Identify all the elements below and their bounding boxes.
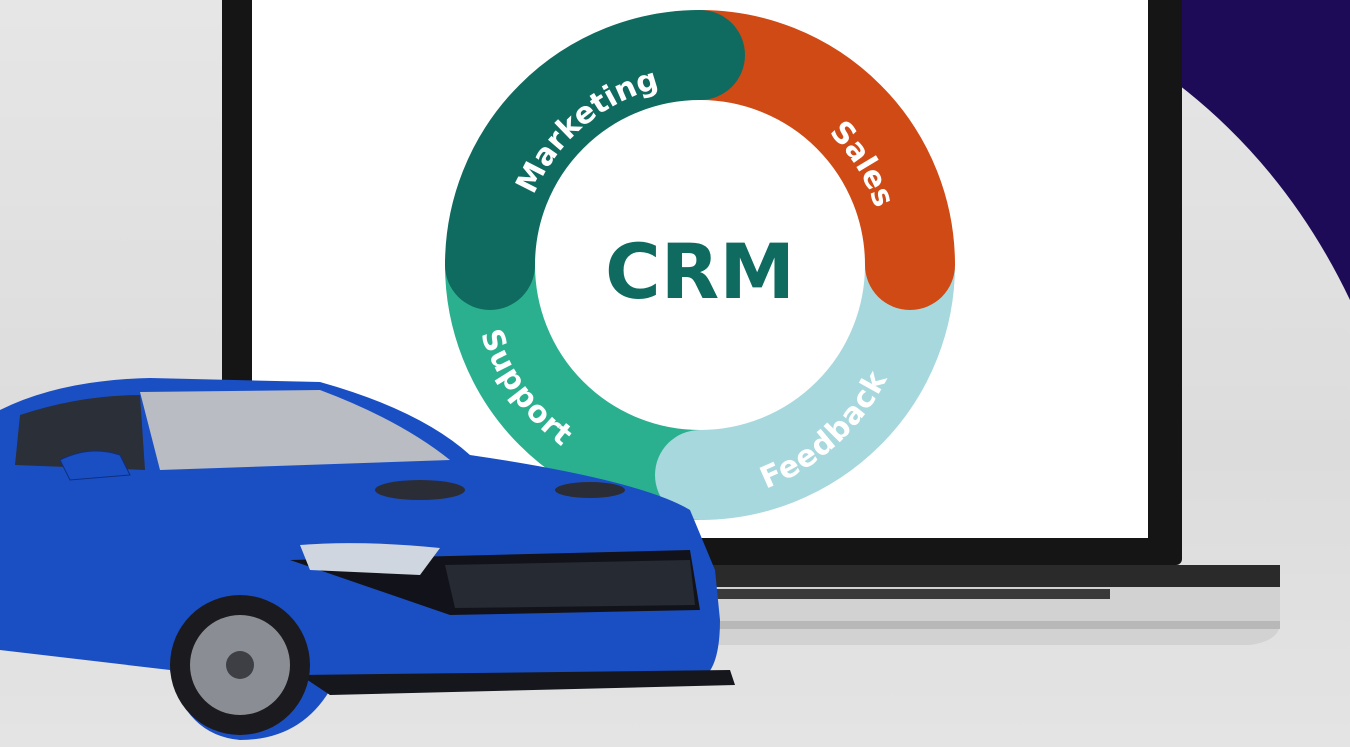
segment-support: [445, 220, 745, 520]
segment-feedback: [655, 220, 955, 520]
segment-marketing: [445, 10, 745, 310]
blue-sports-car: [0, 378, 735, 740]
crm-cycle-diagram: Marketing Sales Feedback Support CRM: [445, 10, 955, 520]
segment-sales: [655, 10, 955, 310]
crm-center-label: CRM: [605, 227, 795, 316]
laptop-base: [600, 565, 1280, 645]
